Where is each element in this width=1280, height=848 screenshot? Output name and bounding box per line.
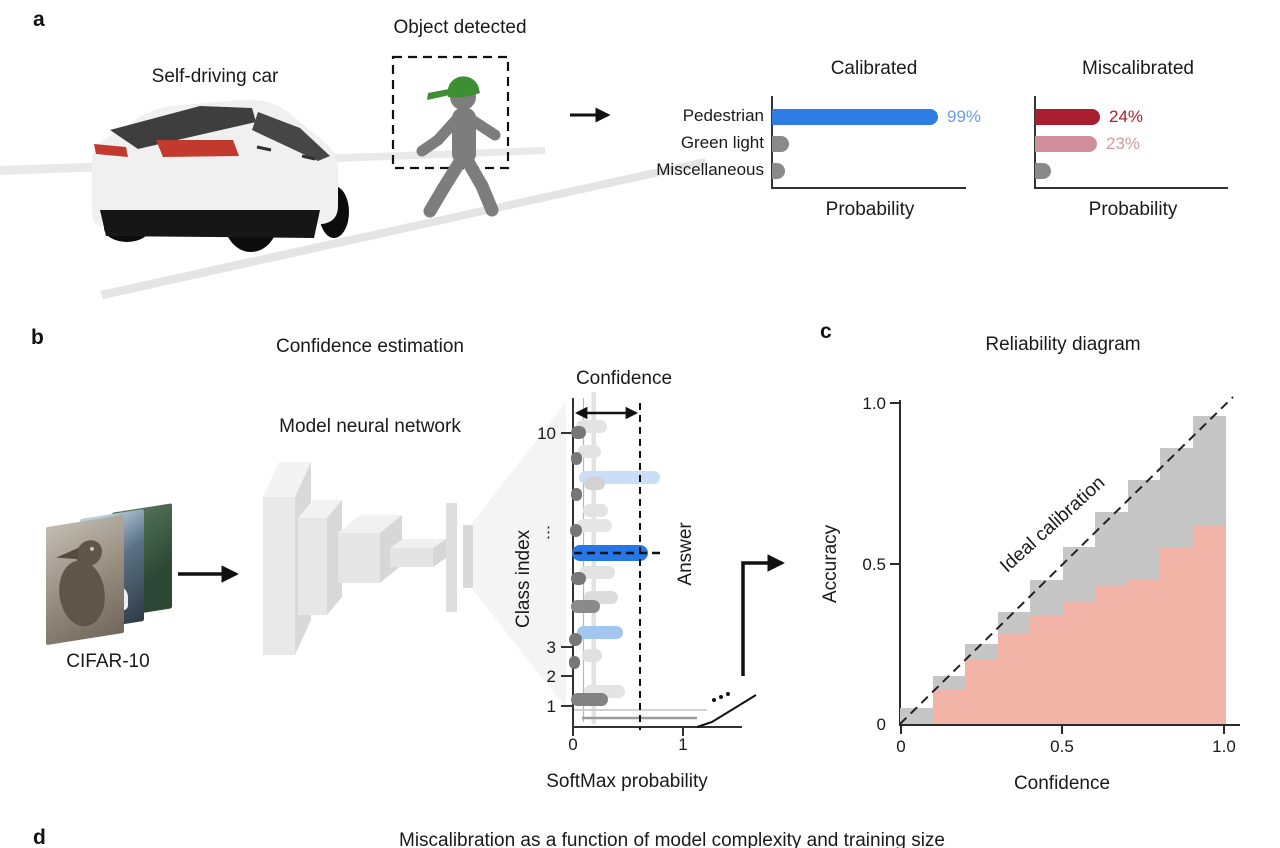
softmax-xtick-1: 1 — [678, 735, 688, 754]
softmax-xlabel: SoftMax probability — [546, 771, 708, 792]
category-green-light: Green light — [680, 133, 764, 152]
softmax-blob-3 — [571, 452, 582, 465]
softmax-ytick-ellipsis: ⋮ — [541, 524, 556, 541]
reliability-model-accuracy-bin-4 — [1030, 615, 1063, 724]
miscalibrated-bar-miscellaneous — [1035, 163, 1051, 179]
reliability-model-accuracy-bin-7 — [1127, 580, 1161, 724]
softmax-blob-20 — [571, 693, 608, 706]
reliability-xtick-1: 1.0 — [1212, 737, 1236, 756]
car-caption: Self-driving car — [151, 66, 279, 87]
softmax-xtick-0: 0 — [568, 735, 578, 754]
softmax-ytick-2: 2 — [546, 667, 556, 686]
miscalibrated-bar-green-light — [1035, 136, 1097, 152]
calibrated-value-label: 99% — [947, 107, 982, 126]
miscalibrated-title: Miscalibrated — [1082, 58, 1194, 79]
reliability-ytick-05: 0.5 — [862, 555, 886, 574]
softmax-title: Confidence — [575, 368, 673, 389]
reliability-ytick-1: 1.0 — [862, 394, 886, 413]
calibrated-bar-miscellaneous — [772, 163, 785, 179]
softmax-ylabel: Class index — [513, 529, 535, 629]
reliability-title: Reliability diagram — [985, 334, 1141, 355]
softmax-ytick-10: 10 — [537, 424, 556, 443]
reliability-ytick-0: 0 — [876, 715, 886, 734]
panel-label-b: b — [31, 326, 44, 349]
softmax-blob-9 — [570, 524, 582, 537]
miscalibrated-xlabel: Probability — [1088, 199, 1178, 220]
softmax-blob-18 — [569, 656, 580, 669]
panel-label-c: c — [820, 320, 832, 343]
softmax-ytick-1: 1 — [546, 697, 556, 716]
softmax-blob-7 — [583, 504, 608, 517]
reliability-xlabel: Confidence — [1013, 773, 1111, 794]
object-detected-caption: Object detected — [393, 17, 527, 38]
reliability-model-accuracy-bin-1 — [932, 689, 966, 724]
reliability-model-accuracy-bin-9 — [1192, 525, 1226, 724]
reliability-model-accuracy-bin-3 — [997, 634, 1031, 724]
dataset-caption: CIFAR-10 — [66, 651, 150, 672]
calibrated-title: Calibrated — [830, 58, 918, 79]
softmax-blob-14 — [571, 600, 600, 613]
softmax-answer-bar — [572, 545, 648, 561]
network-caption: Model neural network — [279, 416, 461, 437]
miscalibrated-bar-pedestrian — [1035, 109, 1100, 125]
panel-b-title: Confidence estimation — [276, 336, 464, 357]
reliability-model-accuracy-bin-2 — [965, 660, 998, 724]
panel-d-title: Miscalibration as a function of model co… — [399, 830, 945, 848]
calibrated-bar-pedestrian — [772, 109, 938, 125]
reliability-xtick-0: 0 — [896, 737, 906, 756]
softmax-blob-12 — [571, 572, 586, 585]
panel-label-a: a — [33, 8, 45, 31]
reliability-model-accuracy-bin-8 — [1160, 547, 1193, 724]
softmax-blob-5 — [584, 477, 605, 490]
softmax-blob-8 — [577, 519, 612, 532]
softmax-blob-6 — [571, 488, 582, 501]
softmax-blob-15 — [577, 626, 623, 639]
softmax-blob-17 — [582, 649, 602, 662]
calibrated-xlabel: Probability — [825, 199, 915, 220]
category-pedestrian: Pedestrian — [682, 106, 764, 125]
calibrated-bar-green-light — [772, 136, 789, 152]
miscalibrated-value-label: 24% — [1109, 107, 1144, 126]
reliability-xtick-05: 0.5 — [1050, 737, 1074, 756]
softmax-ytick-3: 3 — [546, 638, 556, 657]
reliability-model-accuracy-bin-6 — [1095, 586, 1128, 724]
panel-label-d: d — [33, 826, 46, 848]
miscalibrated-value-label: 23% — [1106, 134, 1141, 153]
reliability-ylabel: Accuracy — [820, 524, 842, 603]
reliability-model-accuracy-bin-5 — [1062, 602, 1096, 724]
answer-label: Answer — [675, 522, 697, 586]
softmax-blob-11 — [579, 566, 615, 579]
softmax-blob-16 — [569, 633, 582, 646]
category-miscellaneous: Miscellaneous — [656, 160, 764, 179]
softmax-blob-1 — [571, 426, 586, 439]
